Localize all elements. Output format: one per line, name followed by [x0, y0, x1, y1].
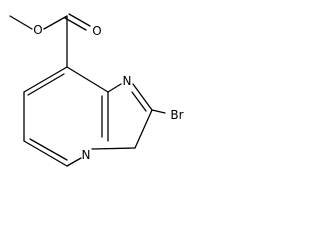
atom-label-imine-nitrogen: N — [123, 74, 132, 88]
molecule-canvas: O O N N Br — [9, 13, 184, 167]
bond-c2-br — [151, 109, 166, 114]
molecule-structure-diagram: O O N N Br — [0, 0, 192, 188]
bond-methyl-oxygen — [9, 15, 33, 30]
bond-c8-c7 — [23, 66, 68, 93]
bond-c8a-c8 — [66, 66, 109, 93]
bond-c5-nbridge — [66, 157, 82, 167]
atom-label-bridge-nitrogen: N — [82, 148, 91, 162]
atom-label-carbonyl-oxygen: O — [92, 24, 101, 38]
bond-nimine-c2 — [132, 83, 153, 111]
bond-c8-c7-inner — [27, 73, 65, 96]
bond-c6-c5-inner — [29, 138, 68, 161]
bond-c8a-nimine — [107, 83, 122, 93]
bond-c3-nbridge — [91, 147, 136, 150]
bond-oxygen-carbonyl-carbon — [43, 15, 68, 30]
bond-nimine-c2-inner — [131, 91, 147, 112]
atom-label-ether-oxygen: O — [33, 23, 42, 37]
bond-c6-c5 — [23, 140, 68, 167]
bond-carbonyl-double-b — [68, 13, 91, 27]
atom-label-bromine: Br — [170, 108, 183, 122]
bond-carbonyl-double-a — [64, 17, 87, 31]
bond-c2-c3 — [134, 109, 153, 149]
